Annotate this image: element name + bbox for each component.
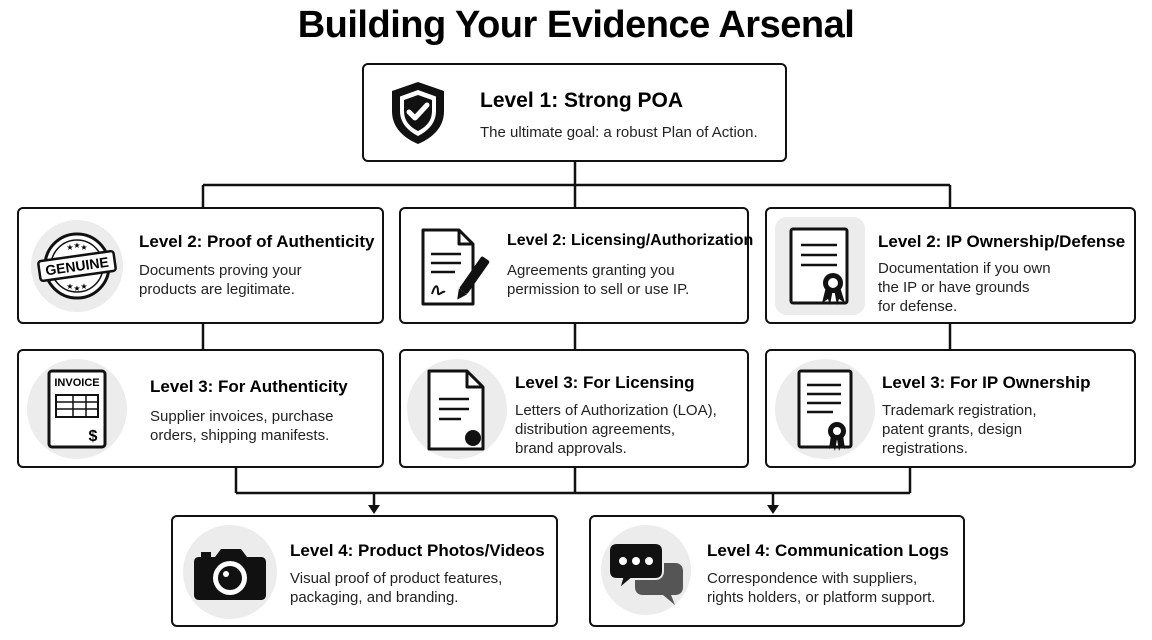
svg-text:★: ★ — [73, 241, 80, 250]
level2-licensing-heading: Level 2: Licensing/Authorization — [507, 232, 754, 249]
svg-text:★: ★ — [66, 243, 73, 252]
level1-heading: Level 1: Strong POA — [480, 89, 684, 112]
level2-licensing-description: Agreements granting you permission to se… — [507, 262, 690, 298]
level3-ip-description: Trademark registration, patent grants, d… — [882, 402, 1037, 457]
svg-text:★: ★ — [73, 284, 80, 293]
level3-licensing-heading: Level 3: For Licensing — [515, 373, 695, 392]
level3-licensing-card: Level 3: For Licensing Letters of Author… — [399, 349, 749, 468]
level3-authenticity-heading: Level 3: For Authenticity — [150, 377, 348, 396]
level2-authenticity-heading: Level 2: Proof of Authenticity — [139, 232, 375, 251]
level3-ip-card: Level 3: For IP Ownership Trademark regi… — [765, 349, 1136, 468]
diagram-title: Building Your Evidence Arsenal — [297, 4, 855, 46]
shield-check-icon — [384, 78, 452, 146]
chat-bubbles-icon — [601, 525, 691, 615]
level3-authenticity-description: Supplier invoices, purchase orders, ship… — [150, 408, 334, 444]
level4-communication-card: Level 4: Communication Logs Corresponden… — [589, 515, 965, 627]
level2-authenticity-card: ★ ★ ★ ★ ★ ★ GENUINE Level 2: Proof of Au… — [17, 207, 384, 324]
certificate-icon — [775, 217, 865, 315]
svg-text:INVOICE: INVOICE — [54, 377, 99, 389]
level2-ip-description: Documentation if you own the IP or have … — [878, 260, 1051, 315]
svg-text:★: ★ — [80, 282, 87, 291]
level4-communication-description: Correspondence with suppliers, rights ho… — [707, 570, 936, 606]
level2-ip-heading: Level 2: IP Ownership/Defense — [878, 232, 1126, 251]
level4-photos-heading: Level 4: Product Photos/Videos — [290, 541, 545, 560]
level3-authenticity-card: INVOICE $ Level 3: For Authenticity Supp… — [17, 349, 384, 468]
genuine-seal-icon: ★ ★ ★ ★ ★ ★ GENUINE — [31, 220, 123, 312]
svg-text:$: $ — [89, 428, 98, 445]
registration-certificate-icon — [775, 359, 875, 459]
camera-icon — [183, 525, 277, 619]
level2-licensing-card: Level 2: Licensing/Authorization Agreeme… — [399, 207, 753, 324]
level4-photos-card: Level 4: Product Photos/Videos Visual pr… — [171, 515, 558, 627]
level4-photos-description: Visual proof of product features, packag… — [290, 570, 503, 606]
sealed-letter-icon — [407, 359, 507, 459]
level3-ip-heading: Level 3: For IP Ownership — [882, 373, 1091, 392]
level1-card: Level 1: Strong POA The ultimate goal: a… — [362, 63, 787, 162]
svg-text:★: ★ — [66, 282, 73, 291]
svg-text:★: ★ — [80, 243, 87, 252]
invoice-icon: INVOICE $ — [27, 359, 127, 459]
level2-authenticity-description: Documents proving your products are legi… — [139, 262, 302, 298]
level2-ip-card: Level 2: IP Ownership/Defense Documentat… — [765, 207, 1136, 324]
level1-description: The ultimate goal: a robust Plan of Acti… — [480, 124, 758, 141]
level4-communication-heading: Level 4: Communication Logs — [707, 541, 949, 560]
signed-document-icon — [411, 218, 495, 314]
level3-licensing-description: Letters of Authorization (LOA), distribu… — [515, 402, 717, 457]
